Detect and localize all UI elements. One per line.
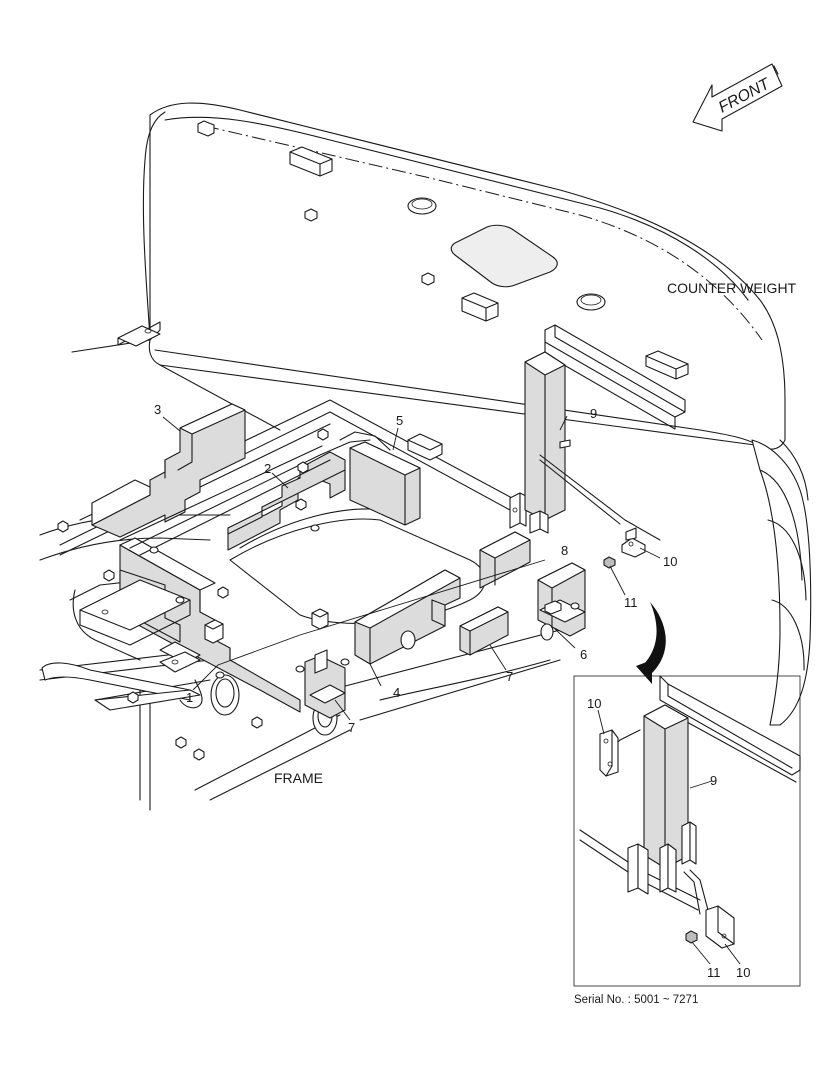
part-3-block [91, 403, 246, 538]
callout-6: 6 [580, 647, 587, 662]
callout-5: 5 [396, 413, 403, 428]
part-6-block [537, 562, 586, 641]
detail-callout-10-top: 10 [587, 696, 601, 711]
callout-1: 1 [186, 690, 193, 705]
leader-lines [162, 415, 741, 965]
frame-label: FRAME [274, 770, 323, 786]
part-9-block [524, 351, 661, 541]
detail-callout-9: 9 [710, 773, 717, 788]
callout-7-right: 7 [506, 669, 513, 684]
callout-2: 2 [264, 461, 271, 476]
detail-callout-10-bottom: 10 [736, 965, 750, 980]
detail-callout-11: 11 [707, 965, 721, 980]
front-arrow: FRONT [692, 63, 783, 132]
callout-8: 8 [561, 543, 568, 558]
part-4-bar [354, 569, 461, 665]
callout-10: 10 [663, 554, 677, 569]
callout-3: 3 [154, 402, 161, 417]
detail-view [573, 675, 801, 987]
part-5-block [349, 433, 443, 526]
counter-weight-label: COUNTER WEIGHT [667, 280, 797, 296]
detail-arrow [636, 602, 666, 684]
part-10-bracket [621, 527, 646, 558]
callout-4: 4 [393, 685, 400, 700]
callout-numbers: 3 2 5 9 8 10 11 6 7 4 1 7 10 9 11 10 [154, 402, 750, 980]
part-1-plate [79, 569, 224, 673]
part-7-pads [304, 606, 509, 719]
callout-9: 9 [590, 406, 597, 421]
part-11-nut [603, 556, 616, 569]
frame-deck [39, 399, 561, 801]
serial-number: Serial No. : 5001 ~ 7271 [574, 994, 698, 1006]
callout-7-left: 7 [348, 720, 355, 735]
part-8-block [479, 492, 531, 589]
counter-weight [142, 102, 812, 726]
callout-11: 11 [624, 595, 638, 610]
frame-nuts [57, 428, 580, 761]
